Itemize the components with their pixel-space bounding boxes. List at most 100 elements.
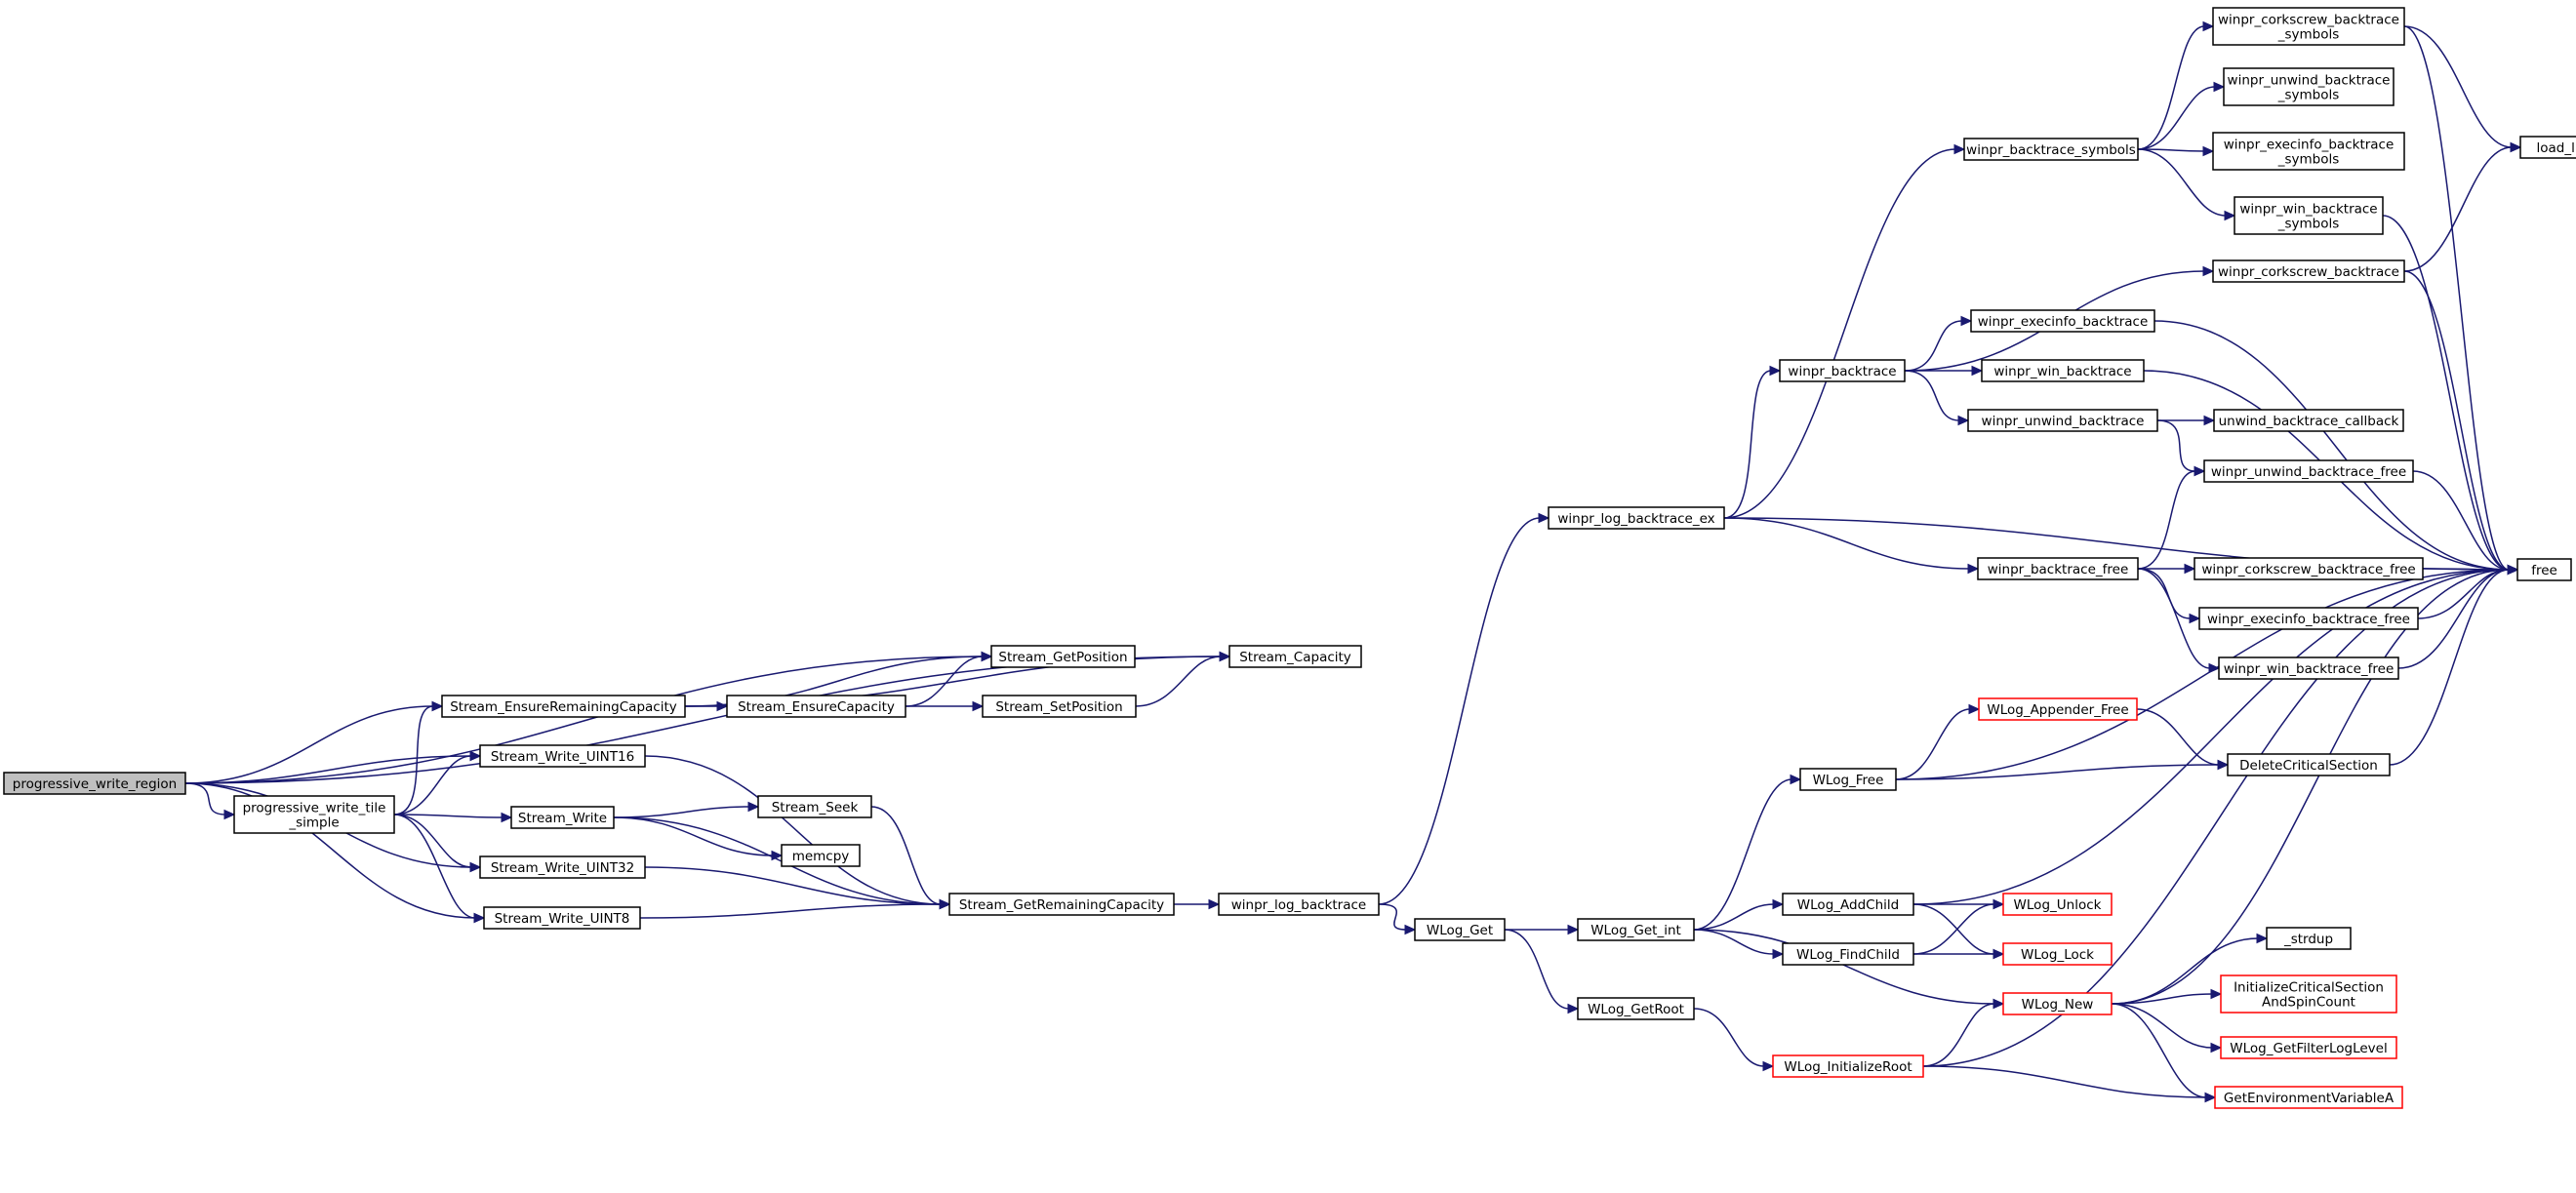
node-box[interactable] (2218, 656, 2399, 680)
node-box[interactable] (1970, 309, 2155, 333)
node-wlgi[interactable]: WLog_Get_int (1577, 918, 1695, 941)
node-wubs[interactable]: winpr_unwind_backtrace_symbols (2223, 67, 2395, 106)
node-wlgr[interactable]: WLog_GetRoot (1577, 997, 1695, 1020)
node-wlunlock[interactable]: WLog_Unlock (2002, 893, 2113, 916)
node-wcb[interactable]: winpr_corkscrew_backtrace (2212, 259, 2405, 283)
node-wwbs[interactable]: winpr_win_backtrace_symbols (2234, 196, 2384, 235)
node-memcpy[interactable]: memcpy (781, 844, 861, 867)
node-box[interactable] (1981, 359, 2145, 382)
node-sSeek[interactable]: Stream_Seek (757, 795, 872, 818)
node-wbf[interactable]: winpr_backtrace_free (1977, 557, 2139, 580)
node-box[interactable] (990, 645, 1136, 668)
node-wlgfll[interactable]: WLog_GetFilterLogLevel (2220, 1036, 2397, 1059)
node-box[interactable] (2220, 1036, 2397, 1059)
node-box[interactable] (479, 744, 646, 768)
node-box[interactable] (2516, 558, 2572, 581)
node-free[interactable]: free (2516, 558, 2572, 581)
node-box[interactable] (2198, 607, 2419, 630)
node-wlg[interactable]: WLog_Get (1414, 918, 1506, 941)
node-box[interactable] (1228, 645, 1362, 668)
node-box[interactable] (2212, 132, 2405, 171)
node-sWU8[interactable]: Stream_Write_UINT8 (483, 906, 641, 930)
node-box[interactable] (1782, 893, 1914, 916)
node-box[interactable] (1414, 918, 1506, 941)
node-box[interactable] (1977, 557, 2139, 580)
node-box[interactable] (510, 806, 615, 829)
node-strdup[interactable]: _strdup (2266, 927, 2352, 950)
node-sERC[interactable]: Stream_EnsureRemainingCapacity (441, 695, 686, 718)
node-wcbs[interactable]: winpr_corkscrew_backtrace_symbols (2212, 7, 2405, 46)
node-box[interactable] (441, 695, 686, 718)
node-box[interactable] (233, 795, 395, 834)
node-box[interactable] (1548, 506, 1725, 530)
node-box[interactable] (1967, 409, 2158, 432)
node-wubf[interactable]: winpr_unwind_backtrace_free (2203, 459, 2414, 483)
node-webf[interactable]: winpr_execinfo_backtrace_free (2198, 607, 2419, 630)
node-sW[interactable]: Stream_Write (510, 806, 615, 829)
node-wlfree[interactable]: WLog_Free (1799, 768, 1897, 791)
node-wlnew[interactable]: WLog_New (2002, 992, 2113, 1015)
node-box[interactable] (2220, 974, 2397, 1014)
node-box[interactable] (2002, 942, 2113, 966)
node-sWU16[interactable]: Stream_Write_UINT16 (479, 744, 646, 768)
node-box[interactable] (2519, 136, 2576, 159)
node-box[interactable] (2227, 753, 2391, 776)
node-webs[interactable]: winpr_execinfo_backtrace_symbols (2212, 132, 2405, 171)
node-box[interactable] (2223, 67, 2395, 106)
node-box[interactable] (2194, 557, 2424, 580)
node-box[interactable] (2203, 459, 2414, 483)
node-wcbf[interactable]: winpr_corkscrew_backtrace_free (2194, 557, 2424, 580)
node-box[interactable] (479, 855, 646, 879)
node-wllock[interactable]: WLog_Lock (2002, 942, 2113, 966)
node-loadlib[interactable]: load_library (2519, 136, 2576, 159)
node-wbt[interactable]: winpr_backtrace (1779, 359, 1906, 382)
node-wlir[interactable]: WLog_InitializeRoot (1772, 1054, 1924, 1078)
node-box[interactable] (2266, 927, 2352, 950)
node-wwb[interactable]: winpr_win_backtrace (1981, 359, 2145, 382)
node-wbs[interactable]: winpr_backtrace_symbols (1963, 138, 2139, 161)
node-web[interactable]: winpr_execinfo_backtrace (1970, 309, 2155, 333)
node-box[interactable] (1772, 1054, 1924, 1078)
node-ubc[interactable]: unwind_backtrace_callback (2213, 409, 2404, 432)
node-sSP[interactable]: Stream_SetPosition (982, 695, 1137, 718)
node-box[interactable] (757, 795, 872, 818)
node-wlac[interactable]: WLog_AddChild (1782, 893, 1914, 916)
node-box[interactable] (1577, 997, 1695, 1020)
node-wlaf[interactable]: WLog_Appender_Free (1978, 697, 2138, 721)
node-sGRC[interactable]: Stream_GetRemainingCapacity (948, 893, 1175, 916)
node-box[interactable] (2212, 259, 2405, 283)
node-box[interactable] (1963, 138, 2139, 161)
node-box[interactable] (2214, 1086, 2403, 1109)
node-sEC[interactable]: Stream_EnsureCapacity (726, 695, 906, 718)
node-wlb[interactable]: winpr_log_backtrace (1218, 893, 1380, 916)
node-box[interactable] (483, 906, 641, 930)
node-pwr[interactable]: progressive_write_region (3, 772, 186, 795)
node-box[interactable] (1799, 768, 1897, 791)
node-wlfc[interactable]: WLog_FindChild (1782, 942, 1914, 966)
node-box[interactable] (1779, 359, 1906, 382)
node-box[interactable] (982, 695, 1137, 718)
node-sGP[interactable]: Stream_GetPosition (990, 645, 1136, 668)
node-gev[interactable]: GetEnvironmentVariableA (2214, 1086, 2403, 1109)
node-box[interactable] (948, 893, 1175, 916)
node-box[interactable] (1978, 697, 2138, 721)
node-dcs[interactable]: DeleteCriticalSection (2227, 753, 2391, 776)
node-wub[interactable]: winpr_unwind_backtrace (1967, 409, 2158, 432)
node-pwts[interactable]: progressive_write_tile_simple (233, 795, 395, 834)
node-sCap[interactable]: Stream_Capacity (1228, 645, 1362, 668)
node-box[interactable] (2234, 196, 2384, 235)
node-box[interactable] (3, 772, 186, 795)
node-box[interactable] (2002, 992, 2113, 1015)
node-box[interactable] (2212, 7, 2405, 46)
node-wwbf[interactable]: winpr_win_backtrace_free (2218, 656, 2399, 680)
node-box[interactable] (1218, 893, 1380, 916)
node-box[interactable] (2002, 893, 2113, 916)
node-box[interactable] (1782, 942, 1914, 966)
node-box[interactable] (726, 695, 906, 718)
node-box[interactable] (1577, 918, 1695, 941)
node-wlbex[interactable]: winpr_log_backtrace_ex (1548, 506, 1725, 530)
node-box[interactable] (781, 844, 861, 867)
node-box[interactable] (2213, 409, 2404, 432)
node-sWU32[interactable]: Stream_Write_UINT32 (479, 855, 646, 879)
